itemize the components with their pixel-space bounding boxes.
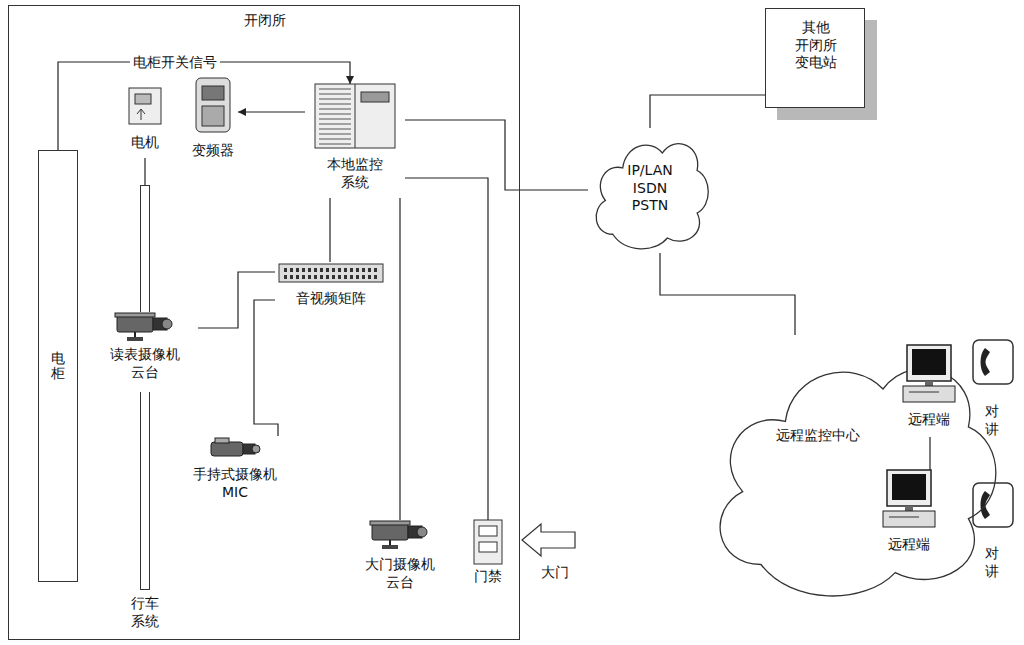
node-label: 大门摄像机 云台 xyxy=(365,556,435,591)
connector xyxy=(405,178,488,520)
connector xyxy=(660,253,795,335)
node-label: 本地监控 系统 xyxy=(327,156,383,191)
intercom-label: 对讲 xyxy=(985,403,999,438)
node-label: 远程端 xyxy=(908,411,950,429)
inverter: 变频器 xyxy=(188,76,238,166)
connector xyxy=(144,158,145,185)
gate-arrow xyxy=(522,524,575,556)
connector xyxy=(254,300,278,436)
phone-icon xyxy=(973,340,1013,384)
connector xyxy=(329,198,330,262)
motor: 电机 xyxy=(117,86,173,158)
node-label: 读表摄像机 云台 xyxy=(110,346,180,381)
station-box: 其他 开闭所 变电站 xyxy=(765,8,865,108)
cloud-outline xyxy=(700,335,1005,605)
local-monitor: 本地监控 系统 xyxy=(305,84,405,198)
connector xyxy=(238,111,305,112)
node-label: 音视频矩阵 xyxy=(296,290,366,308)
av-matrix-icon xyxy=(275,262,387,314)
connector xyxy=(405,120,588,190)
handheld-camera: 手持式摄像机 MIC xyxy=(178,436,292,518)
node-label: 电柜 xyxy=(51,351,65,382)
meter-camera: 读表摄像机 云台 xyxy=(92,312,198,392)
node-label: 电机 xyxy=(131,134,159,152)
station-frame: 开闭所电柜 电机 变频器本地监控 系统行车 系统 音视频矩阵读表摄像机 云台手持式摄像… xyxy=(8,5,520,640)
gate-camera: 大门摄像机 云台 xyxy=(350,520,450,602)
remote-terminal: 远程端 xyxy=(893,345,965,437)
node-label: 远程端 xyxy=(888,536,930,554)
cabinet: 电柜 xyxy=(38,150,78,582)
crane-rail: 行车 系统 xyxy=(118,185,172,632)
gate-label: 大门 xyxy=(541,564,569,582)
access-control: 门禁 xyxy=(466,520,510,594)
network-cloud: IP/LAN ISDN PSTN xyxy=(588,128,712,253)
signal-label: 电柜开关信号 xyxy=(130,54,220,71)
remote-terminal: 远程端 xyxy=(873,470,945,562)
node-label: IP/LAN ISDN PSTN xyxy=(627,162,672,215)
node-label: 门禁 xyxy=(474,568,502,586)
intercom-label: 对讲 xyxy=(985,545,999,580)
connector xyxy=(58,62,350,150)
av-matrix: 音视频矩阵 xyxy=(275,262,387,314)
connector xyxy=(399,198,400,520)
node-label: 开闭所 xyxy=(244,12,286,30)
node-label: 变频器 xyxy=(192,142,234,160)
node-label: 远程监控中心 xyxy=(776,427,860,445)
remote-center-cloud: 远程监控中心远程端远程端 xyxy=(700,335,1005,605)
node-label: 手持式摄像机 MIC xyxy=(193,466,277,501)
connector xyxy=(650,95,765,128)
node-label: 其他 开闭所 变电站 xyxy=(795,19,837,72)
node-label: 行车 系统 xyxy=(131,595,159,630)
connector xyxy=(929,437,930,470)
